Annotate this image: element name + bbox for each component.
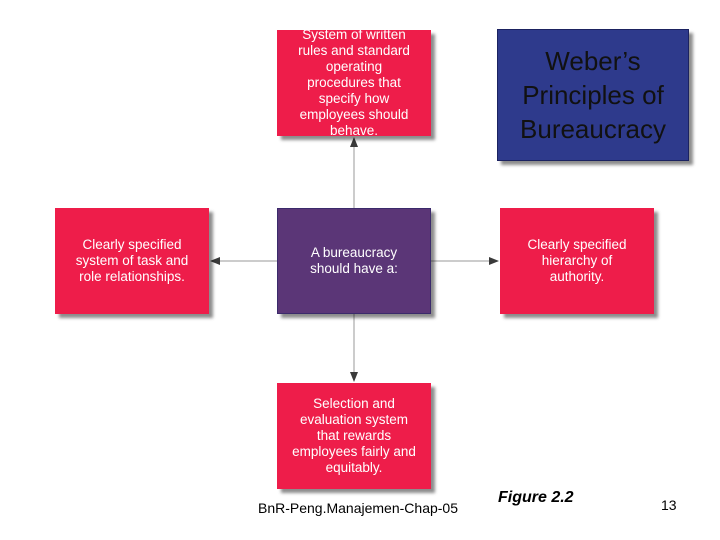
slide-title-box: Weber’s Principles of Bureaucracy bbox=[497, 29, 689, 161]
principle-evaluation-text: Selection and evaluation system that rew… bbox=[292, 396, 416, 475]
principle-evaluation-box: Selection and evaluation system that rew… bbox=[277, 383, 431, 489]
principle-rules-box: System of written rules and standard ope… bbox=[277, 27, 431, 138]
bureaucracy-center-text: A bureaucracy should have a: bbox=[310, 245, 398, 276]
slide-title: Weber’s Principles of Bureaucracy bbox=[520, 46, 666, 144]
page-number: 13 bbox=[661, 497, 677, 513]
footer-source-label: BnR-Peng.Manajemen-Chap-05 bbox=[258, 500, 458, 516]
figure-label: Figure 2.2 bbox=[498, 489, 574, 506]
principle-task-roles-text: Clearly specified system of task and rol… bbox=[75, 237, 189, 284]
bureaucracy-center-box: A bureaucracy should have a: bbox=[277, 208, 431, 314]
principle-task-roles-box: Clearly specified system of task and rol… bbox=[55, 208, 209, 314]
principle-hierarchy-box: Clearly specified hierarchy of authority… bbox=[500, 208, 654, 314]
principle-rules-text: System of written rules and standard ope… bbox=[298, 27, 410, 138]
principle-hierarchy-text: Clearly specified hierarchy of authority… bbox=[527, 237, 627, 284]
